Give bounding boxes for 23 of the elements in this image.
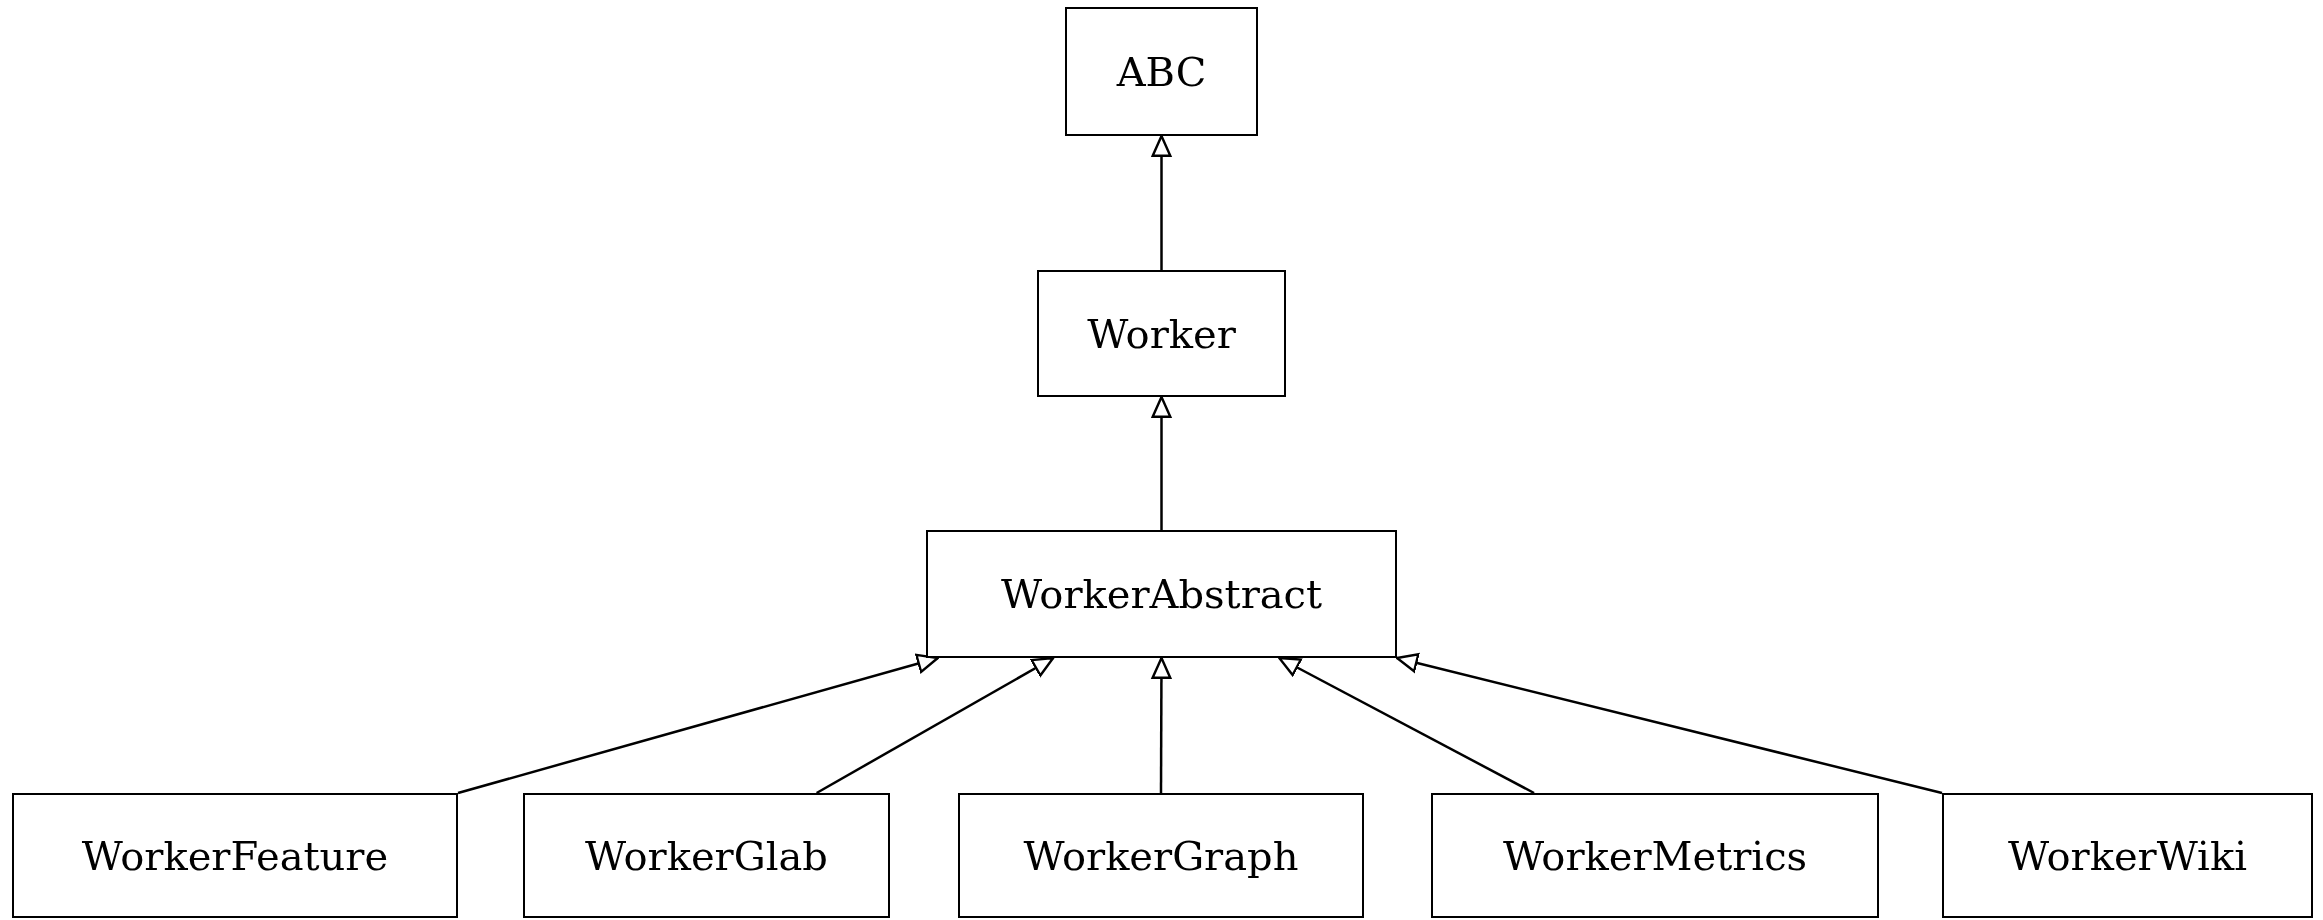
inheritance-arrow <box>1151 134 1172 270</box>
class-box <box>958 793 1364 918</box>
inheritance-arrow <box>1151 656 1172 793</box>
inheritance-arrow <box>1395 653 1943 795</box>
class-name: WorkerWiki <box>2008 832 2247 879</box>
class-box <box>1942 793 2313 918</box>
inheritance-arrow <box>1278 656 1535 795</box>
class-name: WorkerGraph <box>1023 832 1299 879</box>
inheritance-arrow <box>457 653 939 795</box>
class-box <box>1037 270 1286 397</box>
class-box <box>926 530 1397 658</box>
class-name: WorkerGlab <box>585 832 828 879</box>
inheritance-arrow <box>816 656 1055 795</box>
class-box <box>523 793 890 918</box>
class-box <box>1431 793 1879 918</box>
class-name: WorkerFeature <box>81 832 389 879</box>
class-name: WorkerAbstract <box>1000 571 1323 617</box>
class-box <box>12 793 458 918</box>
class-name: ABC <box>1116 48 1207 95</box>
class-name: Worker <box>1087 310 1236 357</box>
class-box <box>1065 7 1258 136</box>
class-name: WorkerMetrics <box>1502 832 1808 879</box>
inheritance-arrow <box>1151 395 1172 530</box>
